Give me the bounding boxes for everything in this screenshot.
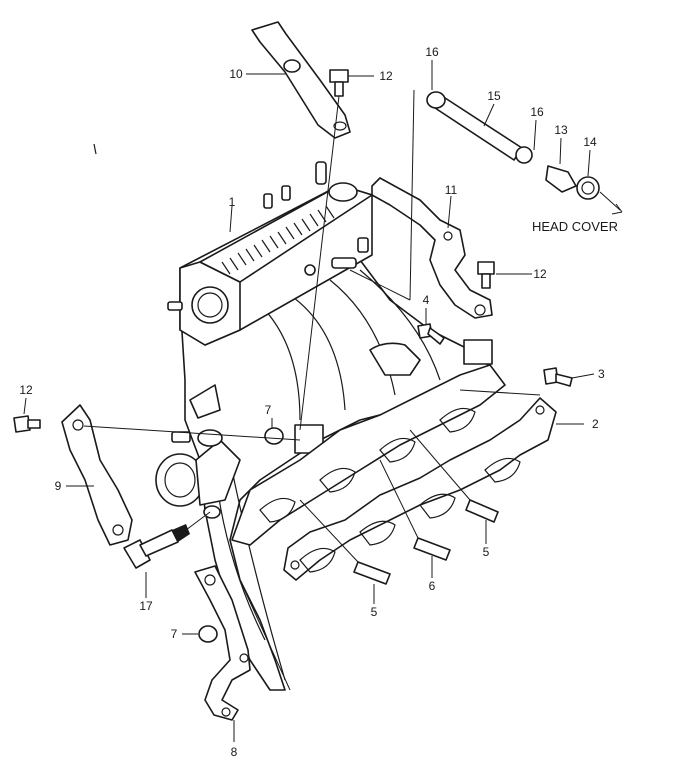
callout-6: 6 bbox=[429, 579, 436, 593]
bolt-4 bbox=[417, 323, 445, 345]
temperature-sensor-17 bbox=[123, 524, 190, 569]
bolt-12-right bbox=[477, 261, 495, 289]
callout-13: 13 bbox=[554, 123, 568, 137]
nut-7-upper bbox=[264, 427, 284, 445]
callout-11: 11 bbox=[445, 183, 458, 197]
callout-16-upper: 16 bbox=[425, 45, 439, 59]
callout-9: 9 bbox=[55, 479, 62, 493]
callout-10: 10 bbox=[229, 67, 243, 81]
head-cover-label: HEAD COVER bbox=[532, 219, 618, 234]
bracket-11 bbox=[371, 177, 493, 319]
callout-14: 14 bbox=[583, 135, 597, 149]
callout-5-lower: 5 bbox=[371, 605, 378, 619]
callout-12-upper: 12 bbox=[379, 69, 393, 83]
manifold-gasket bbox=[283, 397, 557, 581]
bracket-10 bbox=[251, 21, 351, 139]
callout-7-lower: 7 bbox=[171, 627, 178, 641]
clamp-16-lower bbox=[515, 146, 533, 164]
callout-5-right: 5 bbox=[483, 545, 490, 559]
callout-15: 15 bbox=[487, 89, 501, 103]
callout-7-upper: 7 bbox=[265, 403, 272, 417]
hose-15 bbox=[431, 95, 523, 161]
nut-7-lower bbox=[198, 625, 218, 643]
callout-12-left: 12 bbox=[19, 383, 33, 397]
stud-5-right bbox=[465, 499, 499, 523]
bracket-8 bbox=[194, 565, 251, 721]
bolt-12-upper bbox=[329, 69, 349, 97]
callout-12-right: 12 bbox=[533, 267, 547, 281]
callout-17: 17 bbox=[139, 599, 153, 613]
clamp-16-upper bbox=[426, 91, 446, 109]
pcv-hose-assembly bbox=[426, 91, 600, 200]
bolt-3 bbox=[543, 367, 573, 387]
callout-2: 2 bbox=[592, 417, 599, 431]
callout-16-lower: 16 bbox=[530, 105, 544, 119]
callout-4: 4 bbox=[423, 293, 430, 307]
stud-5-lower bbox=[353, 561, 391, 585]
callout-3: 3 bbox=[598, 367, 605, 381]
callout-8: 8 bbox=[231, 745, 238, 759]
callout-1: 1 bbox=[229, 195, 236, 209]
water-outlet-housing bbox=[155, 429, 241, 519]
bracket-9 bbox=[61, 404, 133, 546]
fitting-13 bbox=[545, 165, 577, 193]
stud-6 bbox=[413, 537, 451, 561]
grommet-14 bbox=[576, 176, 600, 200]
callout-labels: 1 2 3 4 5 5 6 7 7 8 9 10 11 12 12 12 13 … bbox=[19, 45, 618, 759]
intake-manifold-body bbox=[167, 161, 491, 691]
plenum-fins bbox=[221, 205, 335, 275]
bolt-12-left bbox=[13, 415, 41, 433]
throttle-bore bbox=[191, 286, 229, 324]
leader-lines bbox=[23, 60, 623, 742]
